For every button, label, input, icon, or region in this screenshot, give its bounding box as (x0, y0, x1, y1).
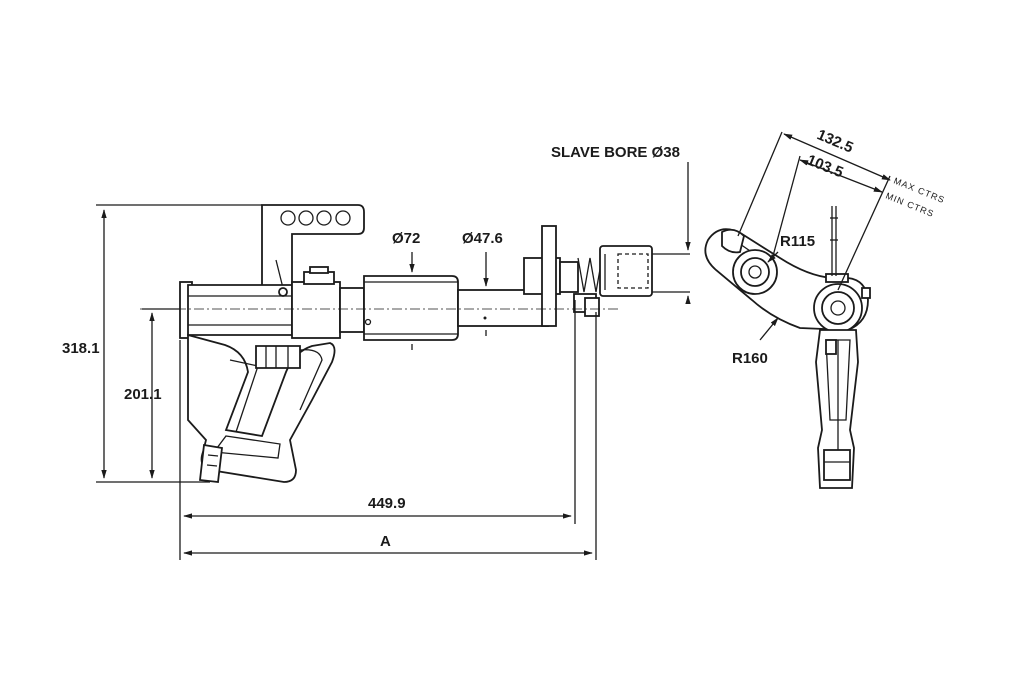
slave-bore-label: SLAVE BORE Ø38 (551, 144, 680, 161)
height-201-label: 201.1 (124, 386, 162, 403)
gear-housing (363, 275, 459, 341)
tool-front-view (704, 206, 871, 489)
tool-side-view (140, 204, 690, 483)
slave-bore-nose (599, 245, 690, 297)
motor-body (179, 266, 365, 339)
max-ctrs-value: 132.5 (814, 126, 855, 156)
shaft-section (457, 225, 603, 327)
min-ctrs-value: 103.5 (804, 152, 845, 182)
length-a-label: A (380, 533, 391, 550)
length-449-label: 449.9 (368, 495, 406, 512)
pistol-grip (187, 333, 336, 483)
front-view-dimensions (737, 131, 891, 341)
height-318-label: 318.1 (62, 340, 100, 357)
radius-160-label: R160 (732, 350, 768, 367)
dia-47-label: Ø47.6 (462, 230, 503, 247)
radius-115-label: R115 (780, 233, 815, 250)
dia-72-label: Ø72 (392, 230, 420, 247)
dimension-lines (96, 162, 691, 560)
reaction-plate (261, 204, 365, 293)
